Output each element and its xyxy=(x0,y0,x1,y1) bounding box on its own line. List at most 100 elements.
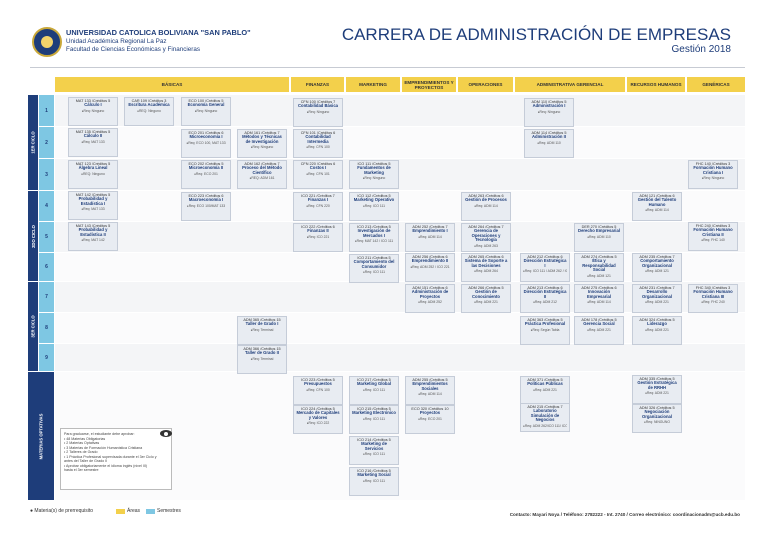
cycle-label-1: 1ER CICLO xyxy=(28,95,38,190)
course-prereq: Req: ECO 100/MAT 133 xyxy=(184,204,228,208)
course-name: Práctica Profesional xyxy=(524,321,566,326)
course-code: ICO 215 /Créditos 5 xyxy=(357,407,391,411)
course-name: Gestión de Procesos xyxy=(465,197,507,202)
course-prereq: Req: FHC 140 xyxy=(691,238,735,242)
row-bg-5 xyxy=(55,222,745,252)
course-code: ADM 326 /Créditos 5 xyxy=(639,406,675,410)
course-prereq: Req: ADM 110 xyxy=(527,141,571,145)
course-name: Proceso del Método Científico xyxy=(242,165,282,175)
course-prereq: Req: ICO 111 xyxy=(352,204,396,208)
course-name: Gestión del Talento Humano xyxy=(637,197,677,207)
course-prereq: Req: Ninguno xyxy=(71,109,115,113)
course-prereq: Req: MAT 133 xyxy=(71,207,115,211)
course-prereq: Req: ICO 111 xyxy=(352,452,396,456)
course-prereq: Req: ICO 111 xyxy=(352,388,396,392)
course-name: Métodos y Técnicas de Investigación xyxy=(242,134,282,144)
note-line: • 2 Talleres de Grado xyxy=(64,450,98,454)
course-name: Microeconomía II xyxy=(188,165,224,170)
course-code: ADM 255 /Créditos 5 xyxy=(412,378,448,382)
course-name: Marketing Operativo xyxy=(353,197,395,202)
course-code: CFN 101 /Créditos 6 xyxy=(300,131,336,135)
course-prereq: Req: MAT 142 xyxy=(71,238,115,242)
course-name: Taller de Grado II xyxy=(245,350,279,355)
academic-unit: Unidad Académica Regional La Paz xyxy=(66,38,167,45)
course-prereq: Req: ADM 114 xyxy=(577,300,621,304)
page-subtitle: Gestión 2018 xyxy=(671,44,732,55)
course-code: ICO 213 /Créditos 5 xyxy=(357,225,391,229)
course-code: ADM 178 /Créditos 5 xyxy=(581,318,617,322)
note-line: • Aprobar obligatoriamente el idioma ing… xyxy=(64,463,147,468)
course-prereq: Req: ADM 221 xyxy=(635,328,679,332)
course-name: Gestión Estratégica de RRHH xyxy=(637,380,677,390)
course-prereq: Req: Ninguno xyxy=(352,176,396,180)
course-prereq: Req: ADM 221 xyxy=(577,328,621,332)
course-code: FHC 340 /Créditos 3 xyxy=(695,286,731,290)
area-header-finanzas: FINANZAS xyxy=(291,77,344,92)
course-code: ICO 217 /Créditos 5 xyxy=(357,378,391,382)
course-name: Costos I xyxy=(309,165,327,170)
course-code: ADM 264 /Créditos 7 xyxy=(468,225,504,229)
course-prereq: Req: ICO 111 xyxy=(352,417,396,421)
semester-6: 6 xyxy=(39,253,54,281)
course-code: MAT 123 /Créditos 5 xyxy=(75,162,111,166)
course-prereq: Req: Ninguno xyxy=(296,110,340,114)
semester-7: 7 xyxy=(39,282,54,312)
course-name: Presupuestos xyxy=(304,381,332,386)
eye-icon xyxy=(160,430,172,437)
course-prereq: Req: FHC 240 xyxy=(691,300,735,304)
note-line: • 3 Materias de Formación Humanística Cr… xyxy=(64,445,143,450)
semester-3: 3 xyxy=(39,159,54,190)
course-prereq: Req: ICO 111 / ADM 262 / ICO 223 xyxy=(523,269,567,273)
course-code: ADM 275 /Créditos 6 xyxy=(581,286,617,290)
course-code: ADM 335 /Créditos 5 xyxy=(639,377,675,381)
course-code: ICO 221 /Créditos 7 xyxy=(301,194,335,198)
course-prereq: Req: ADM 114 xyxy=(408,392,452,396)
course-code: DER 270 /Créditos 5 xyxy=(581,225,617,229)
course-name: Marketing Social xyxy=(357,472,391,477)
course-prereq: Req: ADM 263 xyxy=(464,244,508,248)
semester-4: 4 xyxy=(39,191,54,221)
course-name: Emprendimientos Sociales xyxy=(412,381,448,391)
course-name: Mercado de Capitales y Valores xyxy=(296,410,340,420)
course-prereq: Req: ECO 100, MAT 133 xyxy=(184,141,228,145)
course-name: Innovación Empresarial xyxy=(587,289,611,299)
course-code: MAT 133 /Créditos 5 xyxy=(75,99,111,103)
course-prereq: Req: NINGUNO xyxy=(635,420,679,424)
course-prereq: REQ: Ninguno xyxy=(127,109,171,113)
course-name: Desarrollo Organizacional xyxy=(641,289,673,299)
course-code: ADM 263 /Créditos 6 xyxy=(468,194,504,198)
note-line: hasta el 3er semestre xyxy=(64,468,99,472)
course-name: Álgebra Lineal xyxy=(78,165,108,170)
course-prereq: Req: ADM 110 xyxy=(577,235,621,239)
semester-5: 5 xyxy=(39,222,54,252)
course-name: Gerencia Social xyxy=(583,321,615,326)
course-code: ECO 320 /Créditos 10 xyxy=(411,407,449,411)
semester-1: 1 xyxy=(39,95,54,126)
course-name: Escritura Académica xyxy=(128,102,170,107)
course-prereq: Req: ADM 121 xyxy=(635,269,679,273)
course-code: ADM 252 /Créditos 7 xyxy=(412,225,448,229)
course-prereq: Req: ADM 121 xyxy=(577,274,621,278)
course-code: CFN 100 /Créditos 7 xyxy=(300,100,336,104)
